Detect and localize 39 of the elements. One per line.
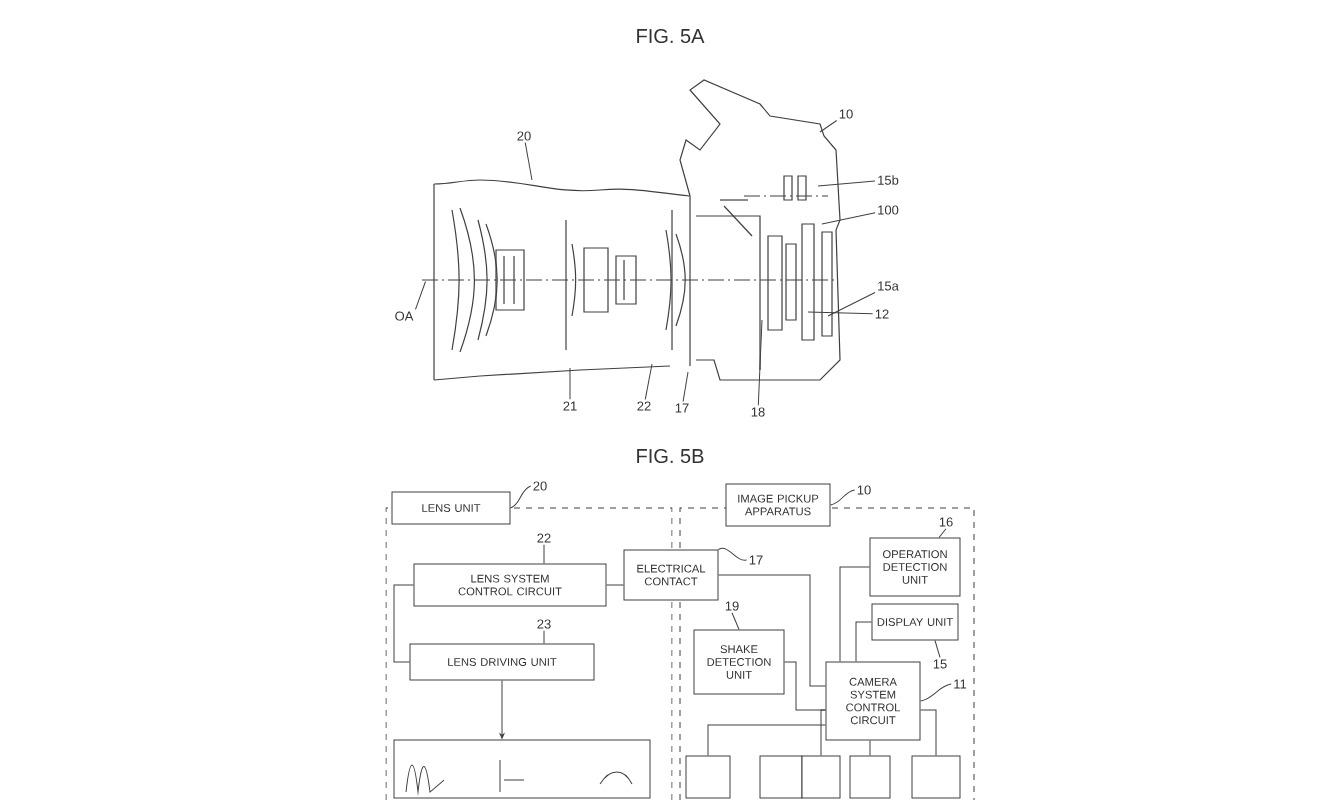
connector-line <box>839 566 870 662</box>
connector-line <box>820 709 826 756</box>
leader-line <box>644 363 653 400</box>
optical-axis <box>421 279 835 281</box>
leader-line <box>821 212 876 225</box>
connector-line <box>855 621 872 662</box>
empty-box <box>801 755 841 799</box>
leader-line <box>569 367 571 400</box>
connector-line <box>784 661 826 711</box>
empty-box <box>393 739 651 799</box>
arrow <box>499 680 505 739</box>
connector-line <box>718 574 826 687</box>
leader-line <box>682 371 689 402</box>
leader-line <box>718 547 748 561</box>
empty-box <box>849 755 891 799</box>
leader-line <box>415 281 426 310</box>
connector-line <box>393 584 414 663</box>
leader-line <box>817 180 876 187</box>
leader-line <box>543 544 545 564</box>
leader-line <box>543 630 545 644</box>
leader-line <box>819 119 838 133</box>
connector-line <box>920 709 937 756</box>
leader-line <box>938 528 947 538</box>
connector-line <box>869 740 871 756</box>
leader-line <box>807 311 874 315</box>
leader-line <box>510 485 532 509</box>
leader-line <box>524 142 533 181</box>
connector-line <box>606 584 624 586</box>
leader-line <box>731 612 740 630</box>
empty-box <box>685 755 731 799</box>
figure-title: FIG. 5A <box>637 28 705 44</box>
leader-line <box>827 292 876 317</box>
leader-line <box>920 683 952 702</box>
leader-line <box>830 489 856 506</box>
leader-line <box>934 640 941 658</box>
leader-line <box>757 319 763 406</box>
figure-title: FIG. 5B <box>637 448 704 464</box>
connector-line <box>707 724 826 756</box>
empty-box <box>911 755 961 799</box>
